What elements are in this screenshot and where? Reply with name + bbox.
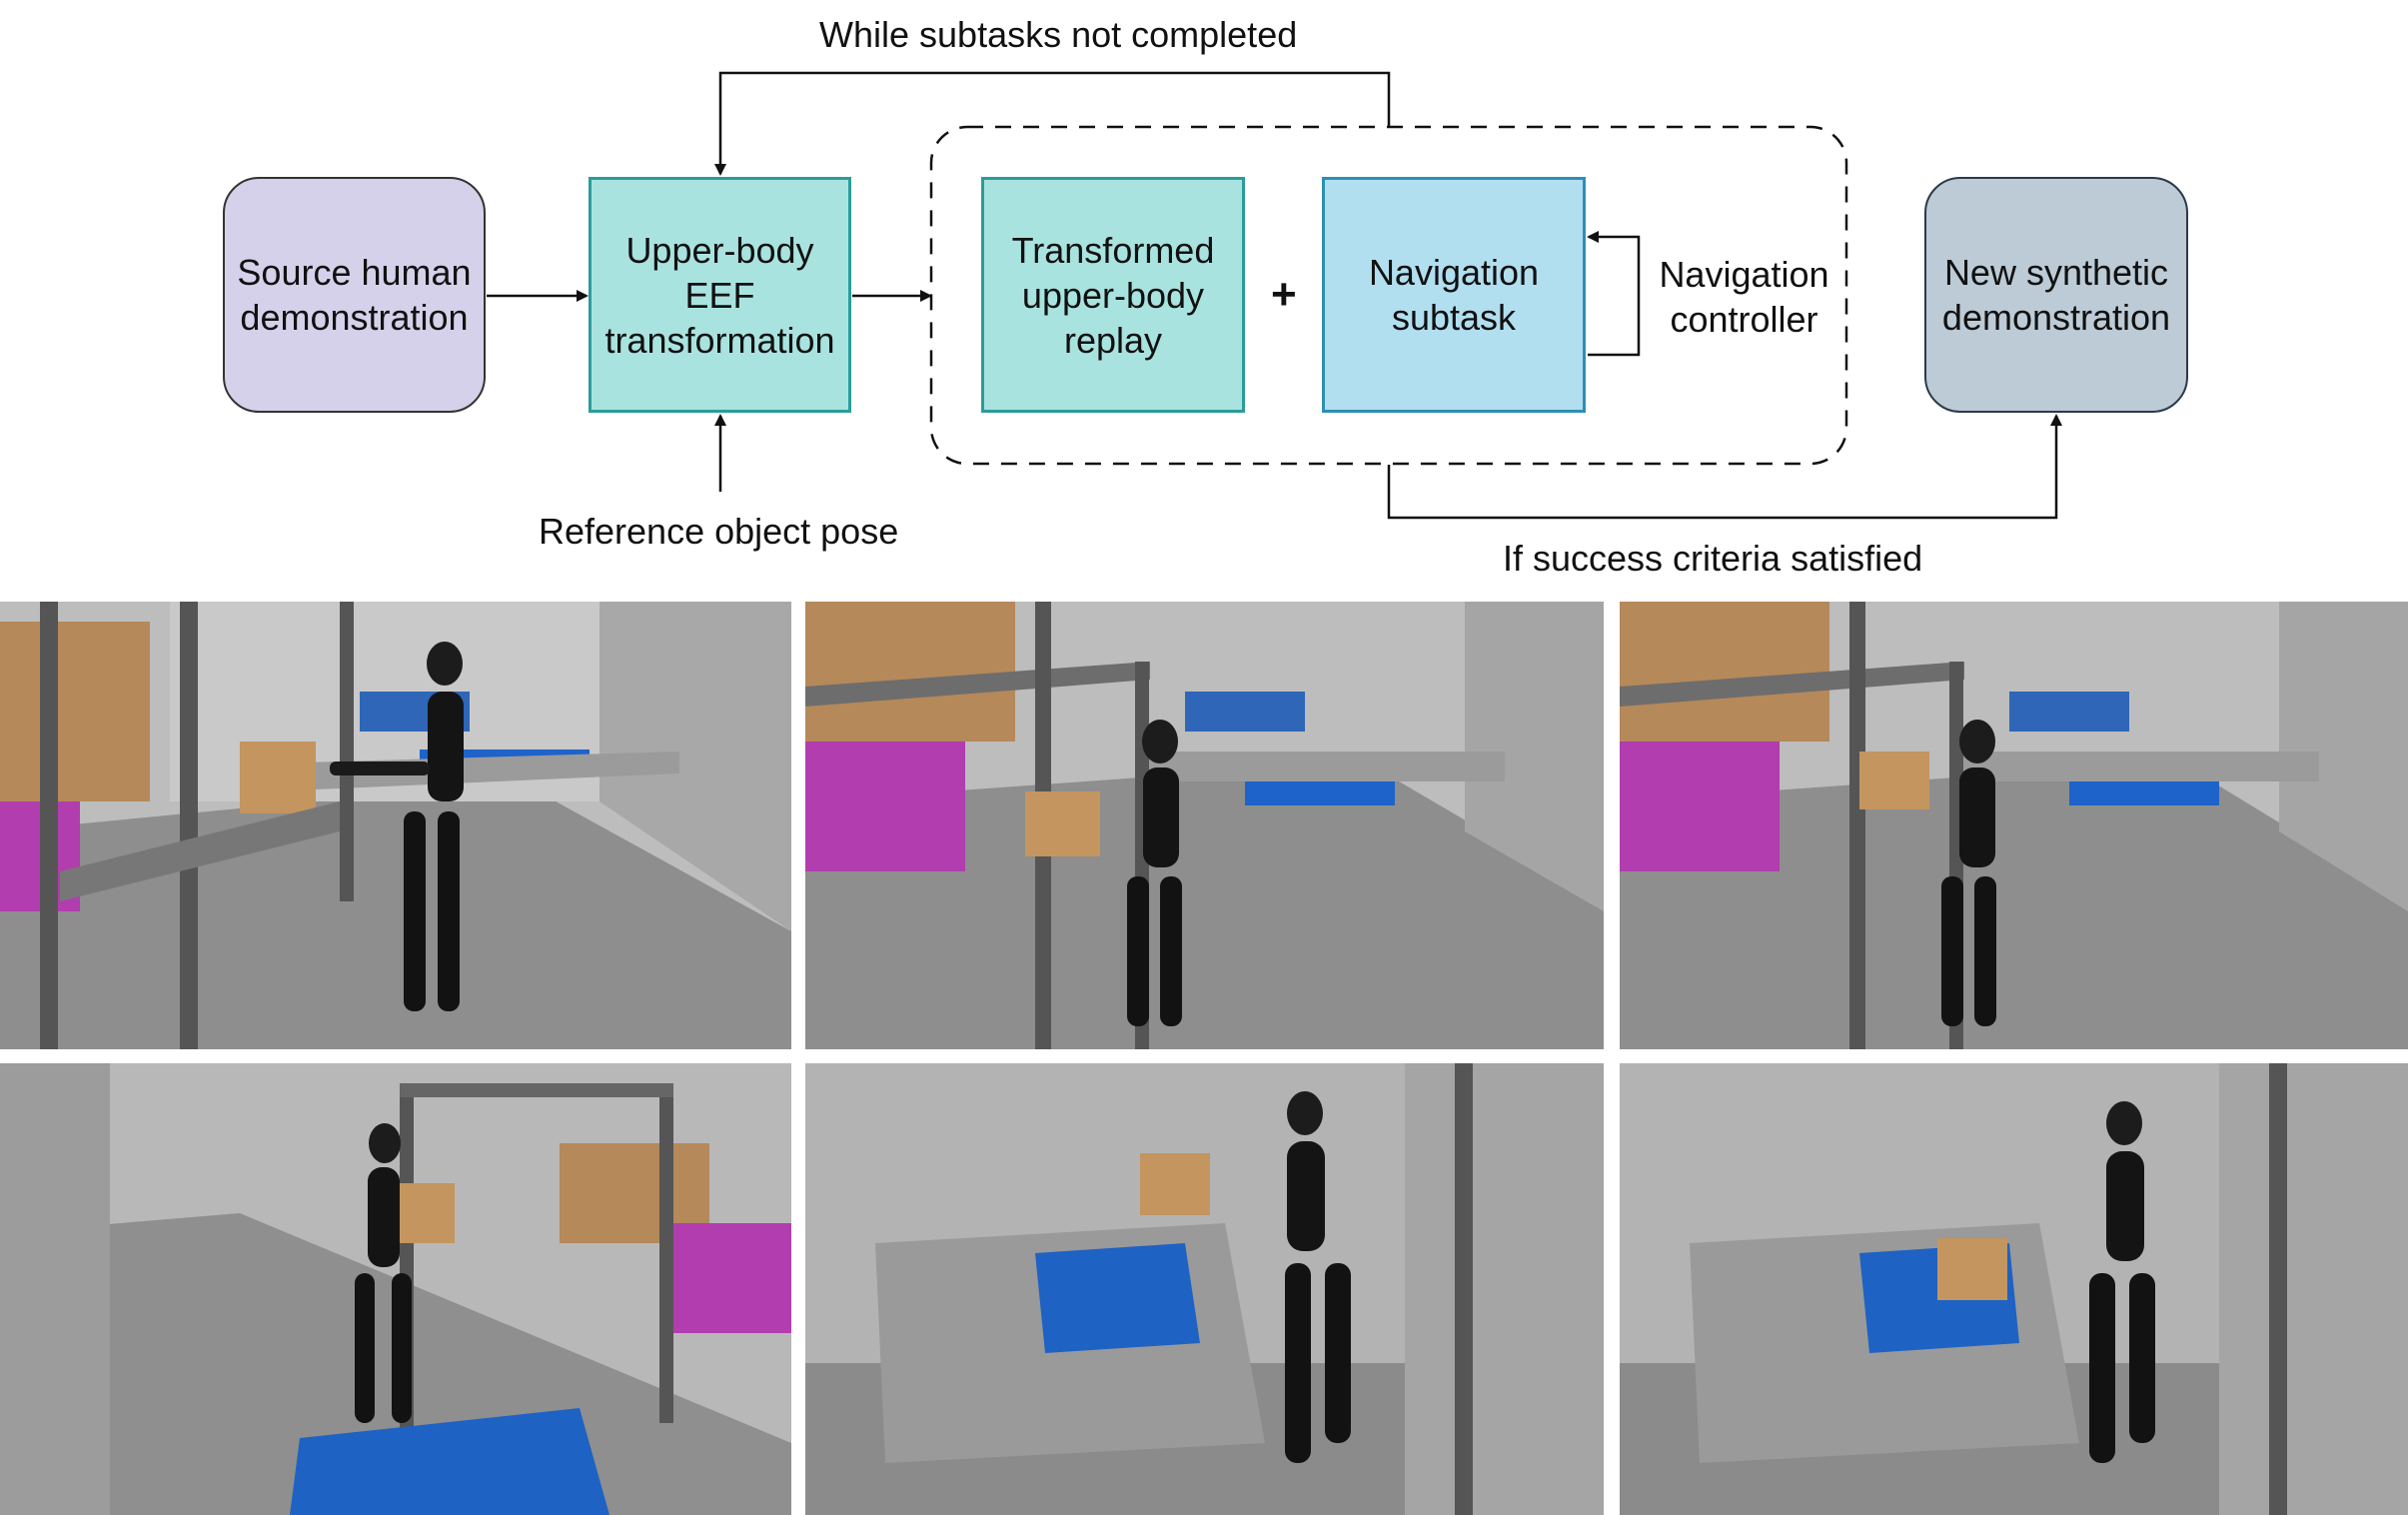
source-demo-box: Source human demonstration bbox=[223, 177, 486, 413]
replay-box: Transformed upper-body replay bbox=[981, 177, 1245, 413]
scene-panel-6 bbox=[1620, 1063, 2408, 1515]
arrow-success bbox=[1387, 414, 2062, 520]
arrow-nav-controller bbox=[1587, 231, 1641, 357]
eef-transform-box: Upper-body EEF transformation bbox=[589, 177, 851, 413]
success-criteria-label: If success criteria satisfied bbox=[1503, 538, 1923, 579]
scene-panel-4 bbox=[0, 1063, 791, 1515]
scene-panel-5 bbox=[805, 1063, 1604, 1515]
arrow-loop-back bbox=[714, 71, 1391, 176]
scene-panel-3 bbox=[1620, 602, 2408, 1049]
loop-condition-label: While subtasks not completed bbox=[819, 14, 1298, 55]
scene-panel-1 bbox=[0, 602, 791, 1049]
new-synthetic-demo-box: New synthetic demonstration bbox=[1924, 177, 2188, 413]
plus-sign: + bbox=[1271, 270, 1297, 319]
reference-object-pose-label: Reference object pose bbox=[539, 511, 899, 552]
scene-panel-2 bbox=[805, 602, 1604, 1049]
navigation-subtask-box: Navigation subtask bbox=[1322, 177, 1586, 413]
navigation-controller-label: Navigation controller bbox=[1659, 254, 1829, 340]
pipeline-diagram: Source human demonstration Upper-body EE… bbox=[0, 0, 2408, 590]
diagram-connectors bbox=[487, 71, 2062, 520]
